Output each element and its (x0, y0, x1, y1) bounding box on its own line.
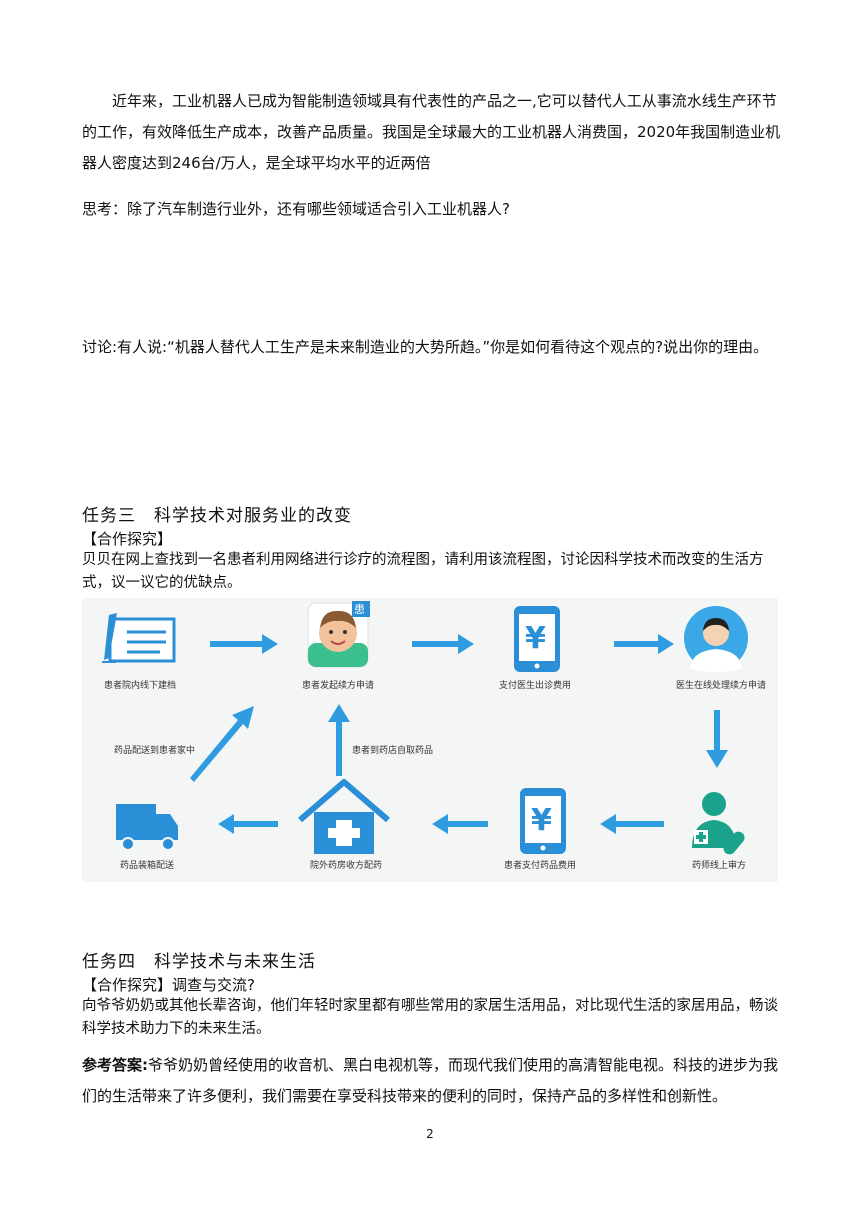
arrow-up (328, 704, 350, 776)
arrow-diagonal (190, 706, 254, 782)
step-label: 患者支付药品费用 (504, 859, 576, 871)
page-number: 2 (426, 1127, 434, 1141)
phone-payment-icon: ¥ (520, 788, 566, 854)
flow-arrows (190, 634, 728, 834)
pharmacy-house-icon (298, 779, 390, 854)
step-label: 支付医生出诊费用 (499, 679, 571, 691)
currency-symbol: ¥ (525, 621, 546, 656)
task4-subtitle: 【合作探究】调查与交流? (82, 974, 255, 995)
doctor-icon (684, 606, 748, 672)
delivery-truck-icon (116, 804, 178, 851)
arrow-down (706, 710, 728, 768)
currency-symbol: ¥ (531, 803, 552, 838)
intro-paragraph: 近年来，工业机器人已成为智能制造领域具有代表性的产品之一,它可以替代人工从事流水… (82, 92, 781, 172)
arrow-right (210, 634, 278, 654)
task3-subtitle: 【合作探究】 (82, 530, 173, 548)
arrow-right (614, 634, 674, 654)
document-pen-icon (102, 613, 176, 663)
step-label: 患者发起续方申请 (302, 679, 374, 691)
pharmacist-icon (692, 792, 745, 855)
arrow-left (218, 814, 278, 834)
task4-body: 向爷爷奶奶或其他长辈咨询，他们年轻时家里都有哪些常用的家居生活用品，对比现代生活… (82, 998, 778, 1037)
task3-body: 贝贝在网上查找到一名患者利用网络进行诊疗的流程图，请利用该流程图，讨论因科学技术… (82, 552, 764, 591)
arrow-left (600, 814, 664, 834)
task4-subtitle-bracket: 【合作探究】 (82, 976, 173, 994)
answer-label: 参考答案: (82, 1056, 148, 1074)
task4-subtitle-rest: 调查与交流? (172, 976, 255, 994)
answer-text: 爷爷奶奶曾经使用的收音机、黑白电视机等，而现代我们使用的高清智能电视。科技的进步… (82, 1056, 779, 1105)
step-label: 药品装箱配送 (120, 859, 174, 871)
phone-payment-icon: ¥ (514, 606, 560, 672)
patient-badge: 患 (354, 603, 365, 616)
step-label: 患者院内线下建档 (104, 679, 176, 691)
arrow-left (432, 814, 488, 834)
reference-answer: 参考答案:爷爷奶奶曾经使用的收音机、黑白电视机等，而现代我们使用的高清智能电视。… (82, 1050, 782, 1112)
edge-label: 药品配送到患者家中 (114, 744, 195, 756)
step-label: 医生在线处理续方申请 (676, 679, 766, 691)
edge-label: 患者到药店自取药品 (352, 744, 433, 756)
task4-title: 任务四 科学技术与未来生活 (82, 952, 316, 972)
think-question: 思考：除了汽车制造行业外，还有哪些领域适合引入工业机器人? (82, 200, 510, 218)
patient-avatar-icon: 患 (307, 601, 370, 668)
discussion-question: 讨论:有人说:“机器人替代人工生产是未来制造业的大势所趋。”你是如何看待这个观点… (82, 338, 769, 356)
step-label: 药师线上审方 (692, 859, 746, 871)
telemedicine-flowchart: 患 ¥ ¥ (82, 598, 778, 882)
step-label: 院外药房收方配药 (310, 859, 382, 871)
task3-title: 任务三 科学技术对服务业的改变 (82, 506, 352, 526)
arrow-right (412, 634, 474, 654)
